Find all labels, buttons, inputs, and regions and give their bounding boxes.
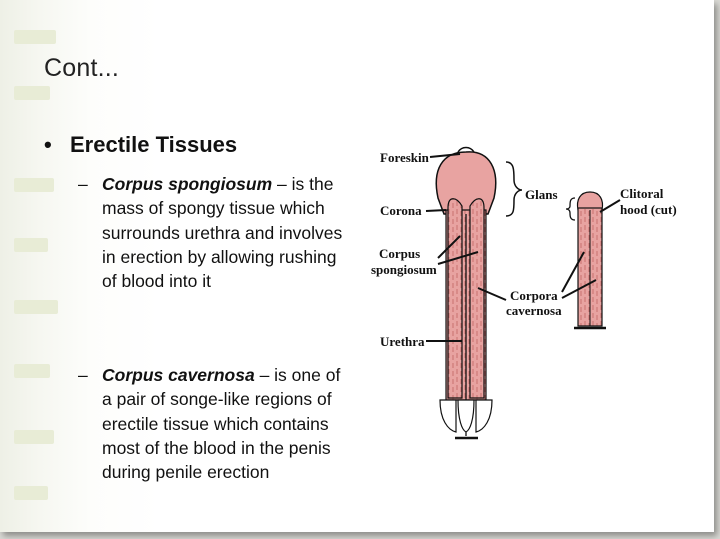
label-clitoral: Clitoral bbox=[620, 186, 664, 201]
dash: – bbox=[78, 365, 88, 385]
list-item: – Corpus spongiosum – is the mass of spo… bbox=[78, 172, 352, 293]
label-corpora: Corpora bbox=[510, 288, 558, 303]
decorative-stripes bbox=[0, 0, 70, 532]
label-glans: Glans bbox=[525, 187, 558, 202]
term: Corpus cavernosa bbox=[102, 365, 255, 385]
penis-illustration bbox=[435, 146, 497, 440]
slide: Cont... • Erectile Tissues – Corpus spong… bbox=[0, 0, 714, 532]
label-urethra: Urethra bbox=[380, 334, 425, 349]
list-item: – Corpus cavernosa – is one of a pair of… bbox=[78, 363, 352, 484]
label-corpus: Corpus bbox=[379, 246, 420, 261]
label-spongiosum: spongiosum bbox=[371, 262, 437, 277]
main-bullet-text: Erectile Tissues bbox=[70, 132, 238, 157]
main-bullet: • Erectile Tissues bbox=[44, 132, 237, 158]
label-hood: hood (cut) bbox=[620, 202, 677, 217]
label-corona: Corona bbox=[380, 203, 422, 218]
slide-title: Cont... bbox=[44, 54, 120, 82]
anatomy-diagram: Foreskin Corona Corpus spongiosum Urethr… bbox=[371, 146, 677, 440]
term: Corpus spongiosum bbox=[102, 174, 273, 194]
clitoris-illustration bbox=[574, 191, 606, 330]
definition: – is the mass of spongy tissue which sur… bbox=[102, 174, 343, 292]
bullet-dot: • bbox=[44, 132, 52, 157]
label-foreskin: Foreskin bbox=[380, 150, 430, 165]
dash: – bbox=[78, 174, 88, 194]
definition: – is one of a pair of songe-like regions… bbox=[102, 365, 341, 483]
label-cavernosa: cavernosa bbox=[506, 303, 562, 318]
